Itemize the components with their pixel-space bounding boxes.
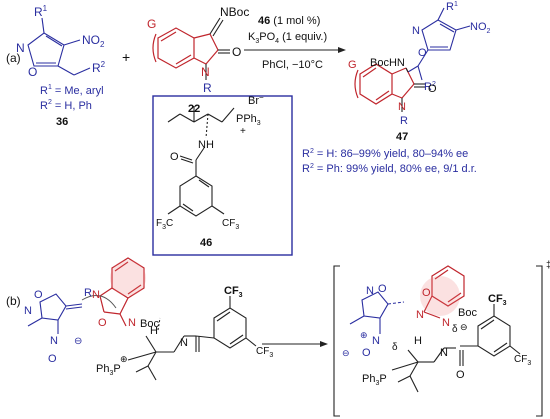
catalyst-46-id: 46 — [200, 237, 212, 249]
result-line-2: R2 = Ph: 99% yield, 80% ee, 9/1 d.r. — [302, 163, 477, 175]
reaction-arrow-head — [338, 47, 346, 53]
ts-nitro-o: O — [362, 347, 371, 359]
reactant-22-structure — [152, 17, 230, 80]
product-47-id: 47 — [396, 131, 408, 143]
panel-b-label: (b) — [6, 294, 21, 308]
ts-ominus: ⊖ — [460, 322, 468, 332]
ts-n-red: N — [416, 309, 424, 321]
left-oc: O — [98, 317, 107, 329]
reactant-36-o: O — [28, 65, 37, 79]
left-r: R — [84, 287, 92, 299]
catalyst-46-br: Br− — [248, 93, 264, 107]
product-47-r: R — [400, 115, 408, 127]
product-47-no2: NO2 — [470, 21, 491, 35]
product-47-r1: R1 — [446, 1, 458, 13]
ts-dagger: ‡ — [546, 260, 550, 271]
left-boc: Boc — [140, 318, 159, 330]
reactant-22-o: O — [232, 45, 241, 59]
ts-cf3-top: CF3 — [488, 293, 507, 307]
left-h: H — [150, 325, 158, 337]
catalyst-46-structure — [167, 106, 235, 217]
ts-iso-n: N — [366, 285, 374, 297]
ts-ring-o: O — [422, 287, 431, 299]
catalyst-46-pph3: PPh3 — [236, 113, 261, 127]
ts-bracket-left — [333, 265, 340, 417]
reactant-36-structure — [27, 17, 91, 76]
reactant-36-note-r2: R2 = H, Ph — [40, 99, 92, 112]
product-47-structure — [354, 7, 471, 112]
plus-sign: + — [122, 49, 130, 65]
product-47-nr: N — [398, 101, 406, 113]
left-oplus: ⊕ — [120, 354, 128, 364]
reactant-22-n: N — [201, 65, 210, 79]
conditions-catalyst: 46 (1 mol %) — [258, 15, 320, 27]
catalyst-46-plus: + — [240, 126, 246, 137]
reactant-36-n: N — [16, 41, 25, 55]
ts-boc: Boc — [458, 307, 477, 319]
left-ominus: ⊖ — [74, 336, 82, 347]
left-iso-n: N — [24, 305, 32, 317]
product-47-oc: O — [428, 83, 437, 95]
reactant-36-id: 36 — [56, 116, 68, 128]
product-47-o: O — [418, 47, 427, 59]
reactant-36-no2: NO2 — [82, 33, 105, 49]
ts-cf3-right: CF3 — [514, 354, 531, 367]
reactant-36-r1: R1 — [34, 4, 48, 19]
product-47-bochn: BocHN — [370, 57, 405, 69]
reactant-36-note-r1: R1 = Me, aryl — [40, 84, 104, 97]
ts-bracket-right — [536, 265, 543, 417]
ts-n-boc: N — [442, 317, 450, 329]
left-iso-o: O — [34, 289, 43, 301]
product-47-r2: R2 — [424, 81, 436, 93]
left-cf3-right: CF3 — [256, 346, 273, 359]
result-line-1: R2 = H: 86–99% yield, 80–94% ee — [302, 148, 468, 160]
reactant-22-nboc: NBoc — [220, 5, 249, 19]
conditions-base: K3PO4 (1 equiv.) — [248, 31, 327, 45]
left-ph3p: Ph3P — [96, 363, 121, 377]
catalyst-46-cf3-left: F3C — [156, 218, 173, 231]
mechanism-arrow-head — [320, 341, 328, 347]
reactant-22-g: G — [147, 17, 156, 31]
left-n: N — [92, 289, 100, 301]
ts-h: H — [414, 335, 422, 347]
left-nh: N — [180, 337, 188, 349]
catalyst-46-cf3-right: CF3 — [222, 218, 239, 231]
reactant-22-r: R — [203, 81, 212, 95]
catalyst-46-o: O — [170, 151, 179, 163]
ts-structure — [349, 265, 521, 393]
panel-a-label: (a) — [6, 51, 21, 65]
ts-nh: N — [440, 347, 448, 359]
product-47-g: G — [348, 59, 357, 71]
product-47-n: N — [412, 25, 420, 37]
ts-oplus: ⊕ — [360, 330, 368, 340]
reactant-36-r2: R2 — [92, 60, 106, 75]
ts-nitro-n: N — [372, 335, 380, 347]
catalyst-46-nh: NH — [198, 139, 214, 151]
left-nitro-n: N — [50, 335, 58, 347]
catalyst-46-box — [152, 95, 293, 256]
ts-oc: O — [456, 369, 465, 381]
left-n-boc: N — [128, 317, 136, 329]
conditions-solvent: PhCl, −10°C — [262, 59, 323, 71]
ts-ph3p: Ph3P — [362, 373, 387, 387]
left-cf3-top: CF3 — [224, 285, 243, 299]
left-complex-structure — [27, 257, 257, 381]
ts-delta: δ — [452, 324, 458, 335]
ts-delta-nitro: δ — [392, 342, 398, 353]
left-nitro-o: O — [48, 353, 57, 365]
ts-ominus-left: ⊖ — [342, 348, 350, 358]
ts-iso-o: O — [378, 283, 387, 295]
